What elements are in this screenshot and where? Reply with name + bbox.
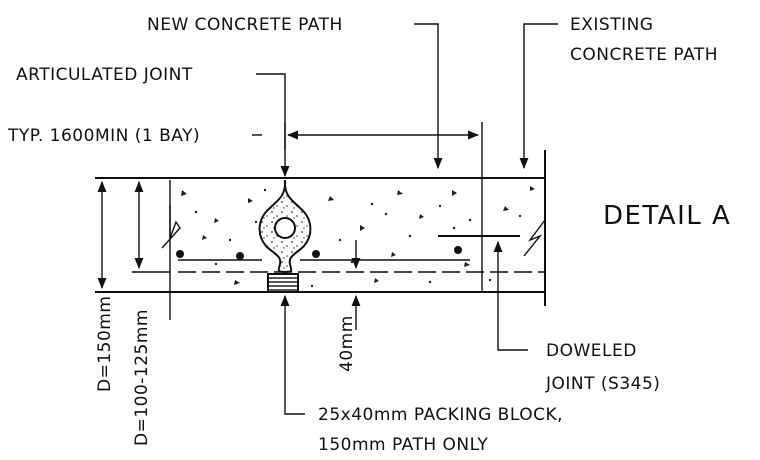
label-existing-line2: CONCRETE PATH: [570, 45, 718, 65]
label-articulated-joint: ARTICULATED JOINT: [16, 65, 193, 85]
joint-void: [274, 217, 296, 239]
label-new-concrete-path: NEW CONCRETE PATH: [147, 15, 343, 35]
rebar-right: [312, 250, 320, 258]
leader-existing-path: [519, 23, 558, 170]
annotations: NEW CONCRETE PATH EXISTING CONCRETE PATH…: [7, 15, 731, 455]
rebar-mid: [236, 252, 244, 260]
break-line-right: [523, 219, 546, 257]
concrete-slab: [95, 150, 546, 320]
label-dim-d100: D=100-125mm: [132, 309, 152, 446]
label-dim-40mm: 40mm: [337, 315, 357, 372]
label-packing-line1: 25x40mm PACKING BLOCK,: [318, 405, 563, 425]
leader-doweled-joint: [493, 240, 528, 351]
label-bay-dimension: TYP. 1600MIN (1 BAY): [7, 126, 200, 146]
leader-articulated-joint: [256, 73, 290, 178]
label-doweled-line1: DOWELED: [546, 341, 637, 361]
articulated-joint: [258, 179, 312, 293]
label-dim-d150: D=150mm: [95, 296, 115, 392]
rebar-left: [176, 250, 184, 258]
label-doweled-line2: JOINT (S345): [545, 374, 660, 394]
label-packing-line2: 150mm PATH ONLY: [318, 435, 488, 455]
break-line-left: [161, 205, 181, 249]
rebar-dowel: [454, 246, 462, 254]
label-detail-a: DETAIL A: [603, 201, 731, 231]
leader-new-path: [414, 23, 443, 170]
leader-packing-block: [280, 294, 305, 415]
packing-block: [267, 273, 299, 293]
label-existing-line1: EXISTING: [570, 15, 653, 35]
